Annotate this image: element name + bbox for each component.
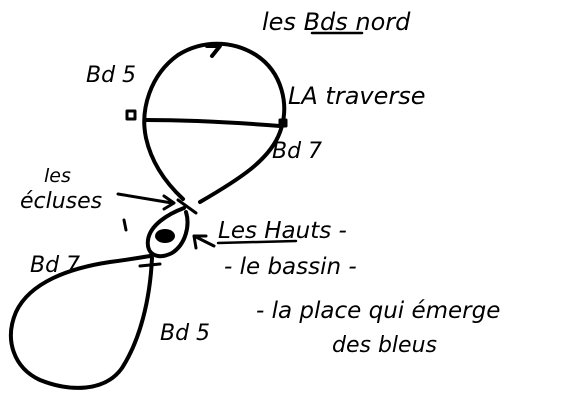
hauts-underline — [216, 239, 298, 245]
center-lobe — [145, 206, 190, 259]
traverse-label: LA traverse — [288, 82, 426, 110]
upper-loop — [142, 41, 287, 204]
ecluses-arrow — [116, 192, 176, 211]
center-dot — [155, 229, 175, 243]
hauts-arrow — [192, 234, 216, 250]
upper-loop-arrow — [205, 44, 222, 58]
lower-bd-label: Bd 5 — [160, 321, 210, 346]
bassin-label: - le bassin - — [224, 254, 357, 280]
upper-left-bd-label: Bd 5 — [86, 63, 136, 88]
left-mid-bd-label: Bd 7 — [30, 253, 80, 278]
traverse-right-marker — [278, 118, 288, 128]
hauts-label: Les Hauts - — [218, 218, 347, 244]
traverse-line — [143, 118, 282, 128]
place-label-line2: des bleus — [332, 333, 437, 358]
upper-right-bd-label: Bd 7 — [272, 139, 322, 164]
traverse-left-marker — [125, 109, 137, 121]
place-label-line1: - la place qui émerge — [256, 298, 500, 324]
ecluses-label-line1: les — [44, 165, 71, 187]
ecluses-tick — [122, 218, 128, 232]
lower-loop — [8, 254, 154, 390]
ecluses-label-line2: écluses — [20, 189, 102, 214]
ecluse-tick-upper — [176, 198, 198, 215]
title-label: les Bds nord — [262, 8, 411, 36]
